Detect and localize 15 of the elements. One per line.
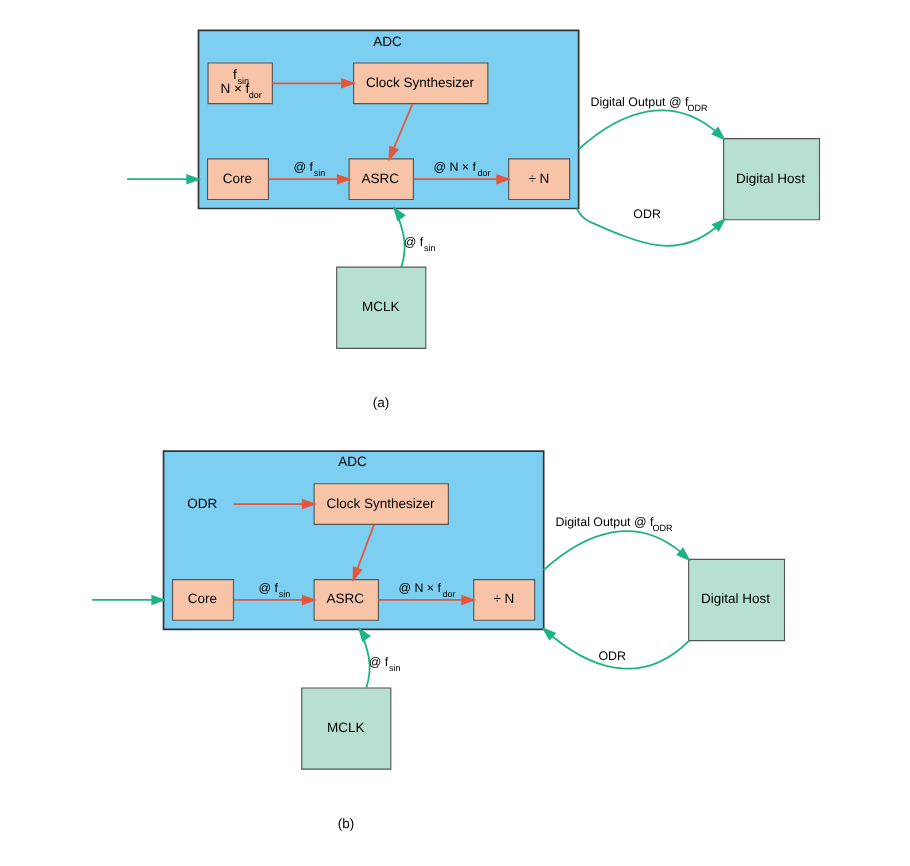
arrow — [232, 498, 317, 510]
arrow — [267, 173, 352, 185]
arrow — [388, 102, 414, 162]
arrow — [542, 530, 691, 571]
arrow — [377, 594, 477, 606]
arrow — [357, 627, 371, 689]
arrow — [232, 594, 317, 606]
arrow — [575, 207, 727, 247]
arrow — [126, 173, 202, 185]
arrow — [541, 627, 691, 670]
arrow — [392, 206, 406, 269]
arrow — [352, 523, 375, 582]
arrow — [271, 78, 357, 89]
arrow — [412, 173, 512, 185]
arrow — [577, 109, 726, 151]
